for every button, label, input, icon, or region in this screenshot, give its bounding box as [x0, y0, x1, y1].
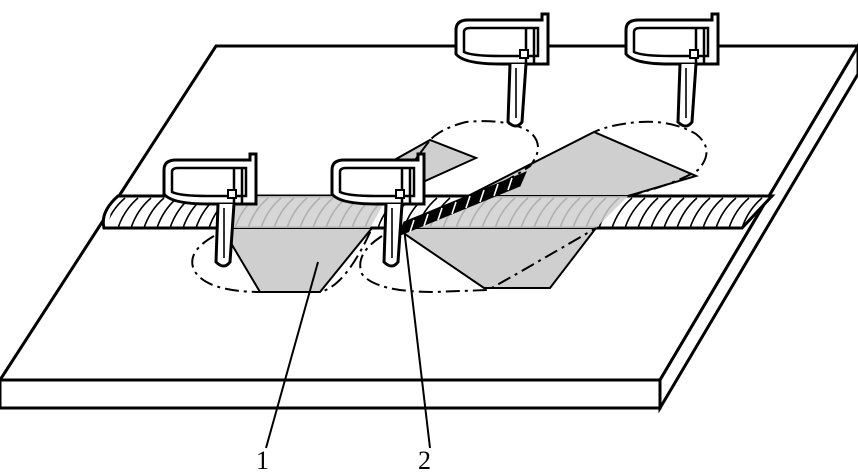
callout-1-leader [265, 261, 319, 449]
weld-seam [397, 171, 527, 237]
weld-ripple [702, 197, 724, 228]
weld-ripple [624, 197, 646, 228]
weld-ripple [143, 197, 165, 228]
weld-ripple [728, 197, 750, 228]
weld-ripple [676, 197, 698, 228]
weld-ripple [650, 197, 672, 228]
heated-zone-bead-left [222, 196, 388, 228]
weld-ripple [117, 197, 139, 228]
weld-ripple [741, 197, 763, 228]
callout-2-label: 2 [418, 446, 431, 475]
callout-2-leader [403, 227, 431, 449]
weld-ripple [637, 197, 659, 228]
weld-seam-hatching [409, 177, 513, 233]
weld-ripple [611, 197, 633, 228]
plate-side-edge [658, 43, 858, 414]
weld-ripple [689, 197, 711, 228]
weld-ripple [715, 197, 737, 228]
heating-zone-outline-3 [593, 120, 708, 197]
weld-ripple [130, 197, 152, 228]
heating-zone-outline-2 [359, 120, 597, 294]
callout-1-label: 1 [256, 446, 269, 475]
weld-ripple [663, 197, 685, 228]
plate-front-edge [0, 378, 662, 410]
